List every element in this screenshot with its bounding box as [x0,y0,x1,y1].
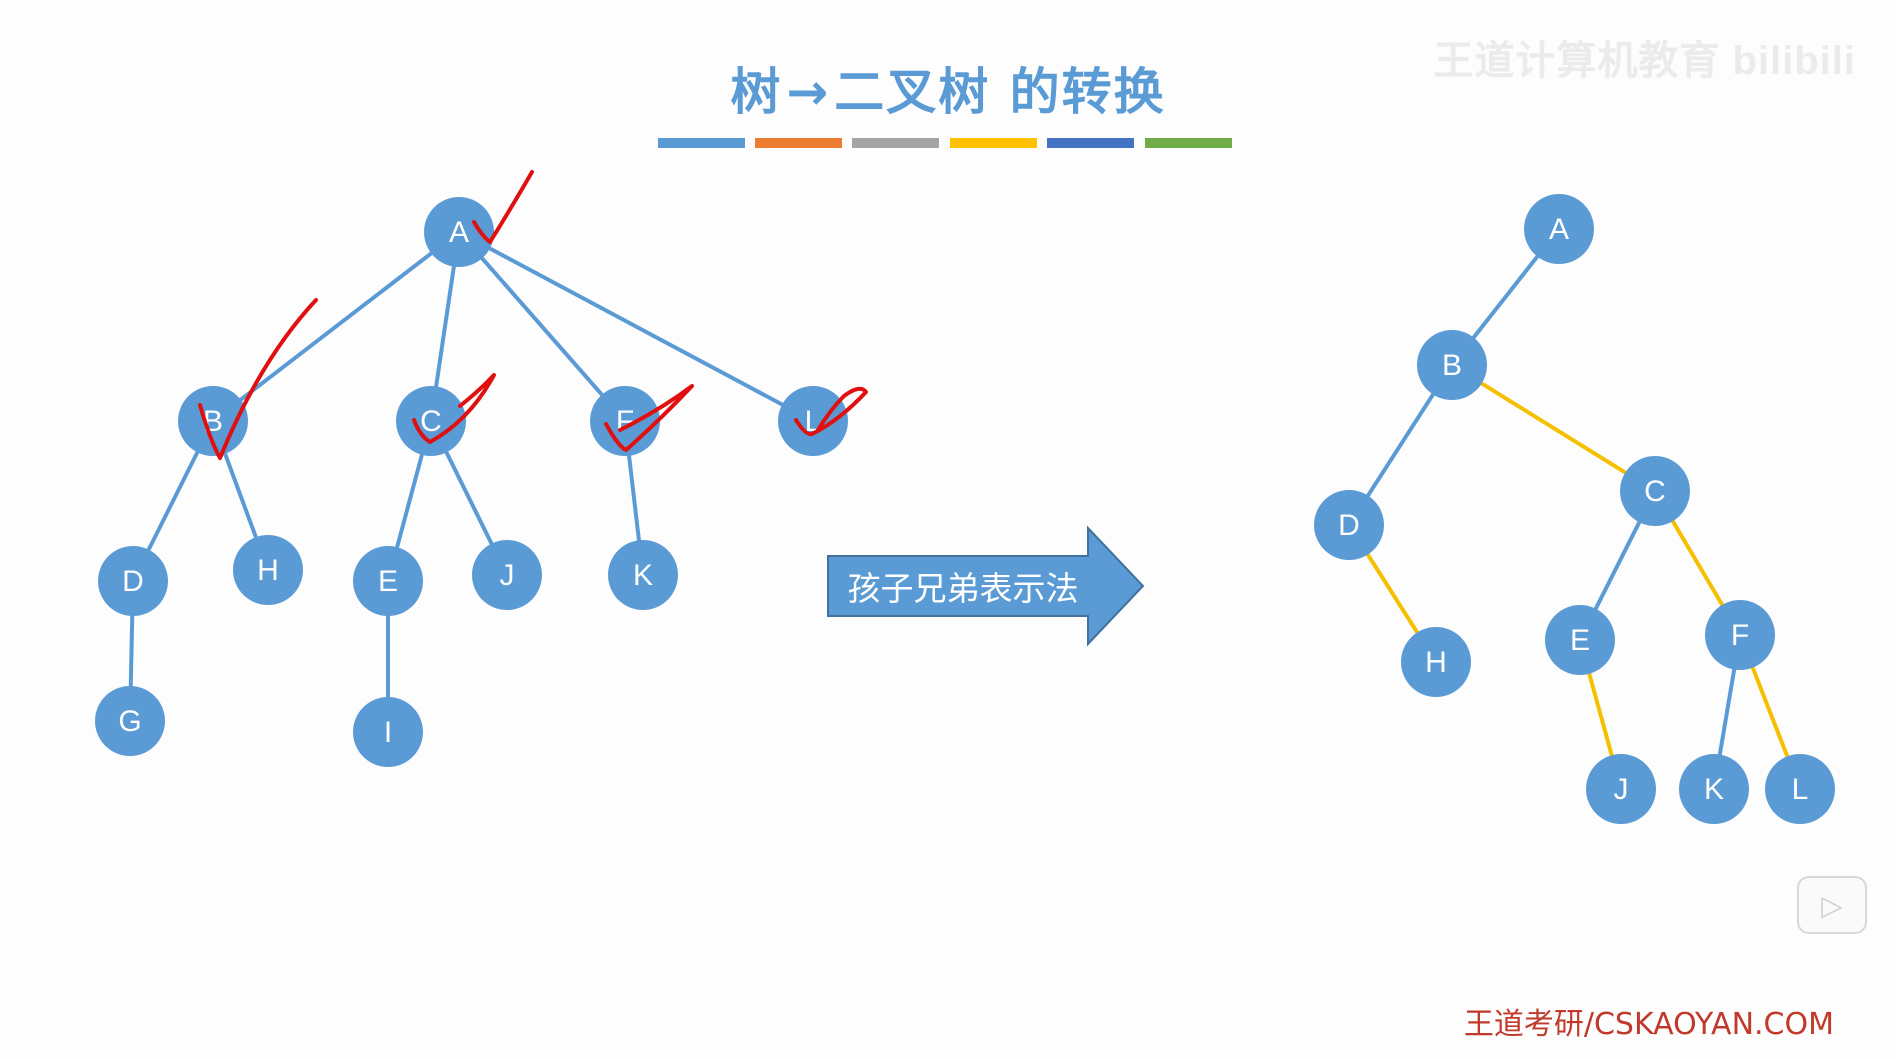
bin-node-H: H [1401,627,1471,697]
node-label: C [1644,475,1666,508]
color-bar-6 [1145,138,1232,148]
check-mark-icon [604,384,694,452]
check-mark-icon [412,373,496,444]
check-marks [198,170,868,460]
play-icon[interactable]: ▷ [1797,876,1867,934]
node-label: J [500,559,515,592]
node-label: D [1338,509,1360,542]
tree-node-K: K [608,540,678,610]
color-bar-2 [755,138,842,148]
bin-node-D: D [1314,490,1384,560]
footer-brand: 王道考研/CSKAOYAN.COM [1463,1007,1834,1042]
node-label: E [378,565,398,598]
node-label: F [616,405,634,438]
bin-node-C: C [1620,456,1690,526]
node-label: J [1614,773,1629,806]
color-bar-3 [852,138,939,148]
tree-node-G: G [95,686,165,756]
check-mark-icon [472,170,534,244]
node-label: L [1792,773,1809,806]
tree-node-L: L [778,386,848,456]
node-label: B [1442,349,1462,382]
bin-node-L: L [1765,754,1835,824]
arrow-label: 孩子兄弟表示法 [847,569,1079,608]
bin-edge-B-C [1450,363,1657,493]
tree-node-A: A [424,197,494,267]
node-label: K [633,559,653,592]
color-bar-1 [658,138,745,148]
bin-node-K: K [1679,754,1749,824]
binary-tree-nodes: A B C D H E F J K L [1314,194,1835,824]
tree-nodes: A B C F L D H E J K G I [95,197,848,767]
tree-edges [128,230,814,732]
edge-A-F [457,230,627,423]
bin-node-A: A [1524,194,1594,264]
node-label: C [420,405,442,438]
tree-node-I: I [353,697,423,767]
color-bar-4 [950,138,1037,148]
watermark: 王道计算机教育 bilibili [1433,39,1856,83]
tree-node-H: H [233,535,303,605]
title-right: 二叉树 的转换 [834,63,1166,121]
check-mark-icon [794,386,868,437]
node-label: A [449,216,469,249]
check-mark-icon [198,298,318,460]
node-label: K [1704,773,1724,806]
tree-node-F: F [590,386,660,456]
edge-A-L [458,230,814,423]
bin-node-J: J [1586,754,1656,824]
binary-tree-edges [1347,227,1802,790]
page-title: 树→二叉树 的转换 [0,52,1896,124]
title-left: 树 [730,63,783,121]
conversion-arrow [827,525,1145,647]
tree-node-J: J [472,540,542,610]
color-bar-5 [1047,138,1134,148]
node-label: A [1549,213,1569,246]
bin-node-E: E [1545,605,1615,675]
node-label: H [257,554,279,587]
node-label: F [1731,619,1749,652]
bin-node-B: B [1417,330,1487,400]
node-label: G [118,705,141,738]
tree-node-D: D [98,546,168,616]
tree-node-C: C [396,386,466,456]
node-label: H [1425,646,1447,679]
node-label: E [1570,624,1590,657]
right-arrow-icon: → [786,63,831,121]
node-label: I [384,716,392,749]
node-label: D [122,565,144,598]
tree-node-E: E [353,546,423,616]
bin-node-F: F [1705,600,1775,670]
